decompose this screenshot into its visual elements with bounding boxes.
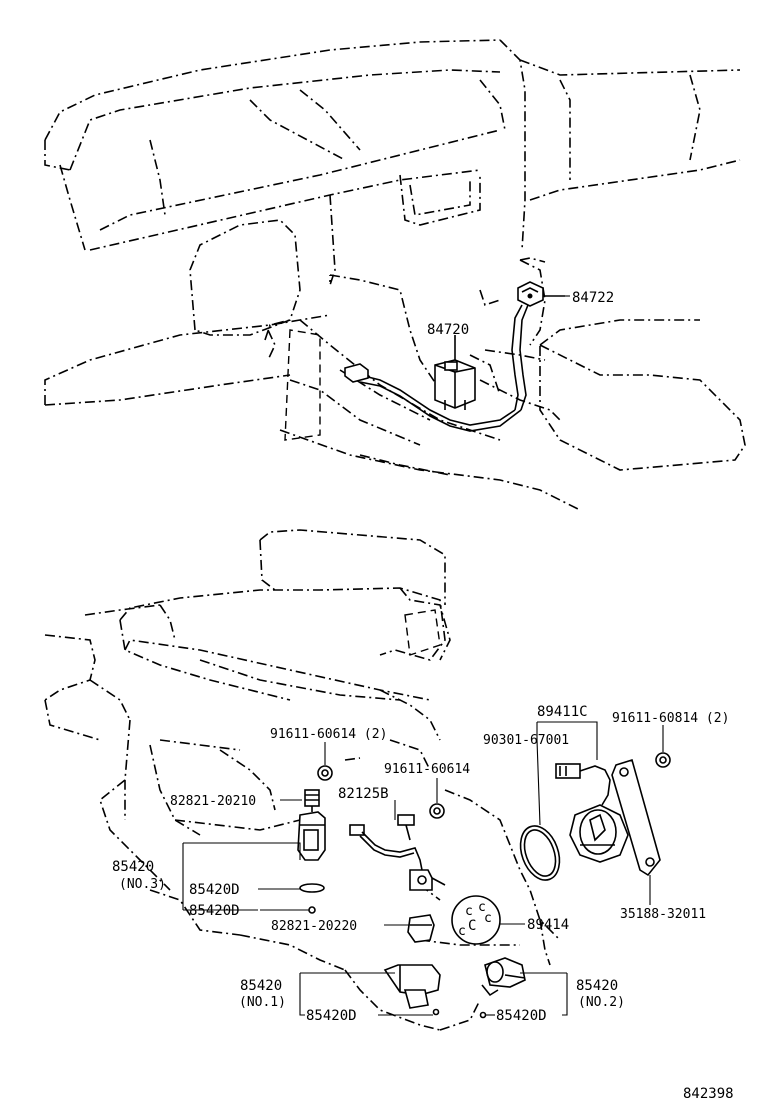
label-89414: 89414 bbox=[527, 917, 569, 933]
part-82821-20220 bbox=[384, 914, 435, 943]
relay-84722 bbox=[511, 281, 565, 411]
svg-text:c: c bbox=[458, 924, 466, 939]
lower-engine-outline bbox=[44, 529, 561, 1031]
svg-text:c: c bbox=[484, 911, 492, 926]
label-85420-no3: 85420 bbox=[112, 859, 154, 875]
label-90301-67001: 90301-67001 bbox=[483, 733, 569, 748]
label-85420d-a: 85420D bbox=[189, 882, 240, 898]
label-91611-60614-2: 91611-60614 (2) bbox=[270, 727, 387, 742]
sensor-89411c bbox=[555, 763, 629, 863]
leader-lines bbox=[182, 295, 598, 1016]
label-82821-20220: 82821-20220 bbox=[271, 919, 357, 934]
svg-text:C: C bbox=[468, 918, 476, 934]
nut-91611-60814-2 bbox=[655, 725, 671, 768]
washer-motor-no3 bbox=[297, 789, 326, 914]
label-85420d-b: 85420D bbox=[189, 903, 240, 919]
svg-text:c: c bbox=[465, 904, 473, 919]
label-no2: (NO.2) bbox=[578, 995, 625, 1010]
washer-motor-no1 bbox=[383, 964, 441, 1016]
label-85420d-d: 85420D bbox=[496, 1008, 547, 1024]
label-82125b: 82125B bbox=[338, 786, 389, 802]
washer-motor-no2 bbox=[479, 957, 526, 1019]
harness-82125b bbox=[349, 814, 446, 891]
label-85420-no1: 85420 bbox=[240, 978, 282, 994]
label-84720: 84720 bbox=[427, 322, 469, 338]
upper-vehicle-outline bbox=[44, 39, 746, 511]
svg-text:c: c bbox=[478, 900, 486, 915]
label-no1: (NO.1) bbox=[239, 995, 286, 1010]
nut-91611-60614 bbox=[429, 778, 445, 819]
nut-91611-60614-2 bbox=[317, 742, 333, 781]
bracket-35188-32011 bbox=[611, 758, 661, 905]
part-labels: 84722 84720 91611-60614 (2) 89411C 90301… bbox=[112, 290, 734, 1102]
label-no3: (NO.3) bbox=[119, 877, 166, 892]
disk-89414: c c c C c bbox=[451, 895, 525, 945]
label-85420d-c: 85420D bbox=[306, 1008, 357, 1024]
label-82821-20210: 82821-20210 bbox=[170, 794, 256, 809]
label-91611-60614: 91611-60614 bbox=[384, 762, 470, 777]
control-unit-84720 bbox=[344, 335, 522, 432]
label-84722: 84722 bbox=[572, 290, 614, 306]
label-91611-60814-2: 91611-60814 (2) bbox=[612, 711, 729, 726]
label-89411c: 89411C bbox=[537, 704, 588, 720]
label-85420-no2: 85420 bbox=[576, 978, 618, 994]
label-35188-32011: 35188-32011 bbox=[620, 907, 706, 922]
oring-90301-67001 bbox=[519, 825, 561, 881]
figure-reference: 842398 bbox=[683, 1086, 734, 1102]
